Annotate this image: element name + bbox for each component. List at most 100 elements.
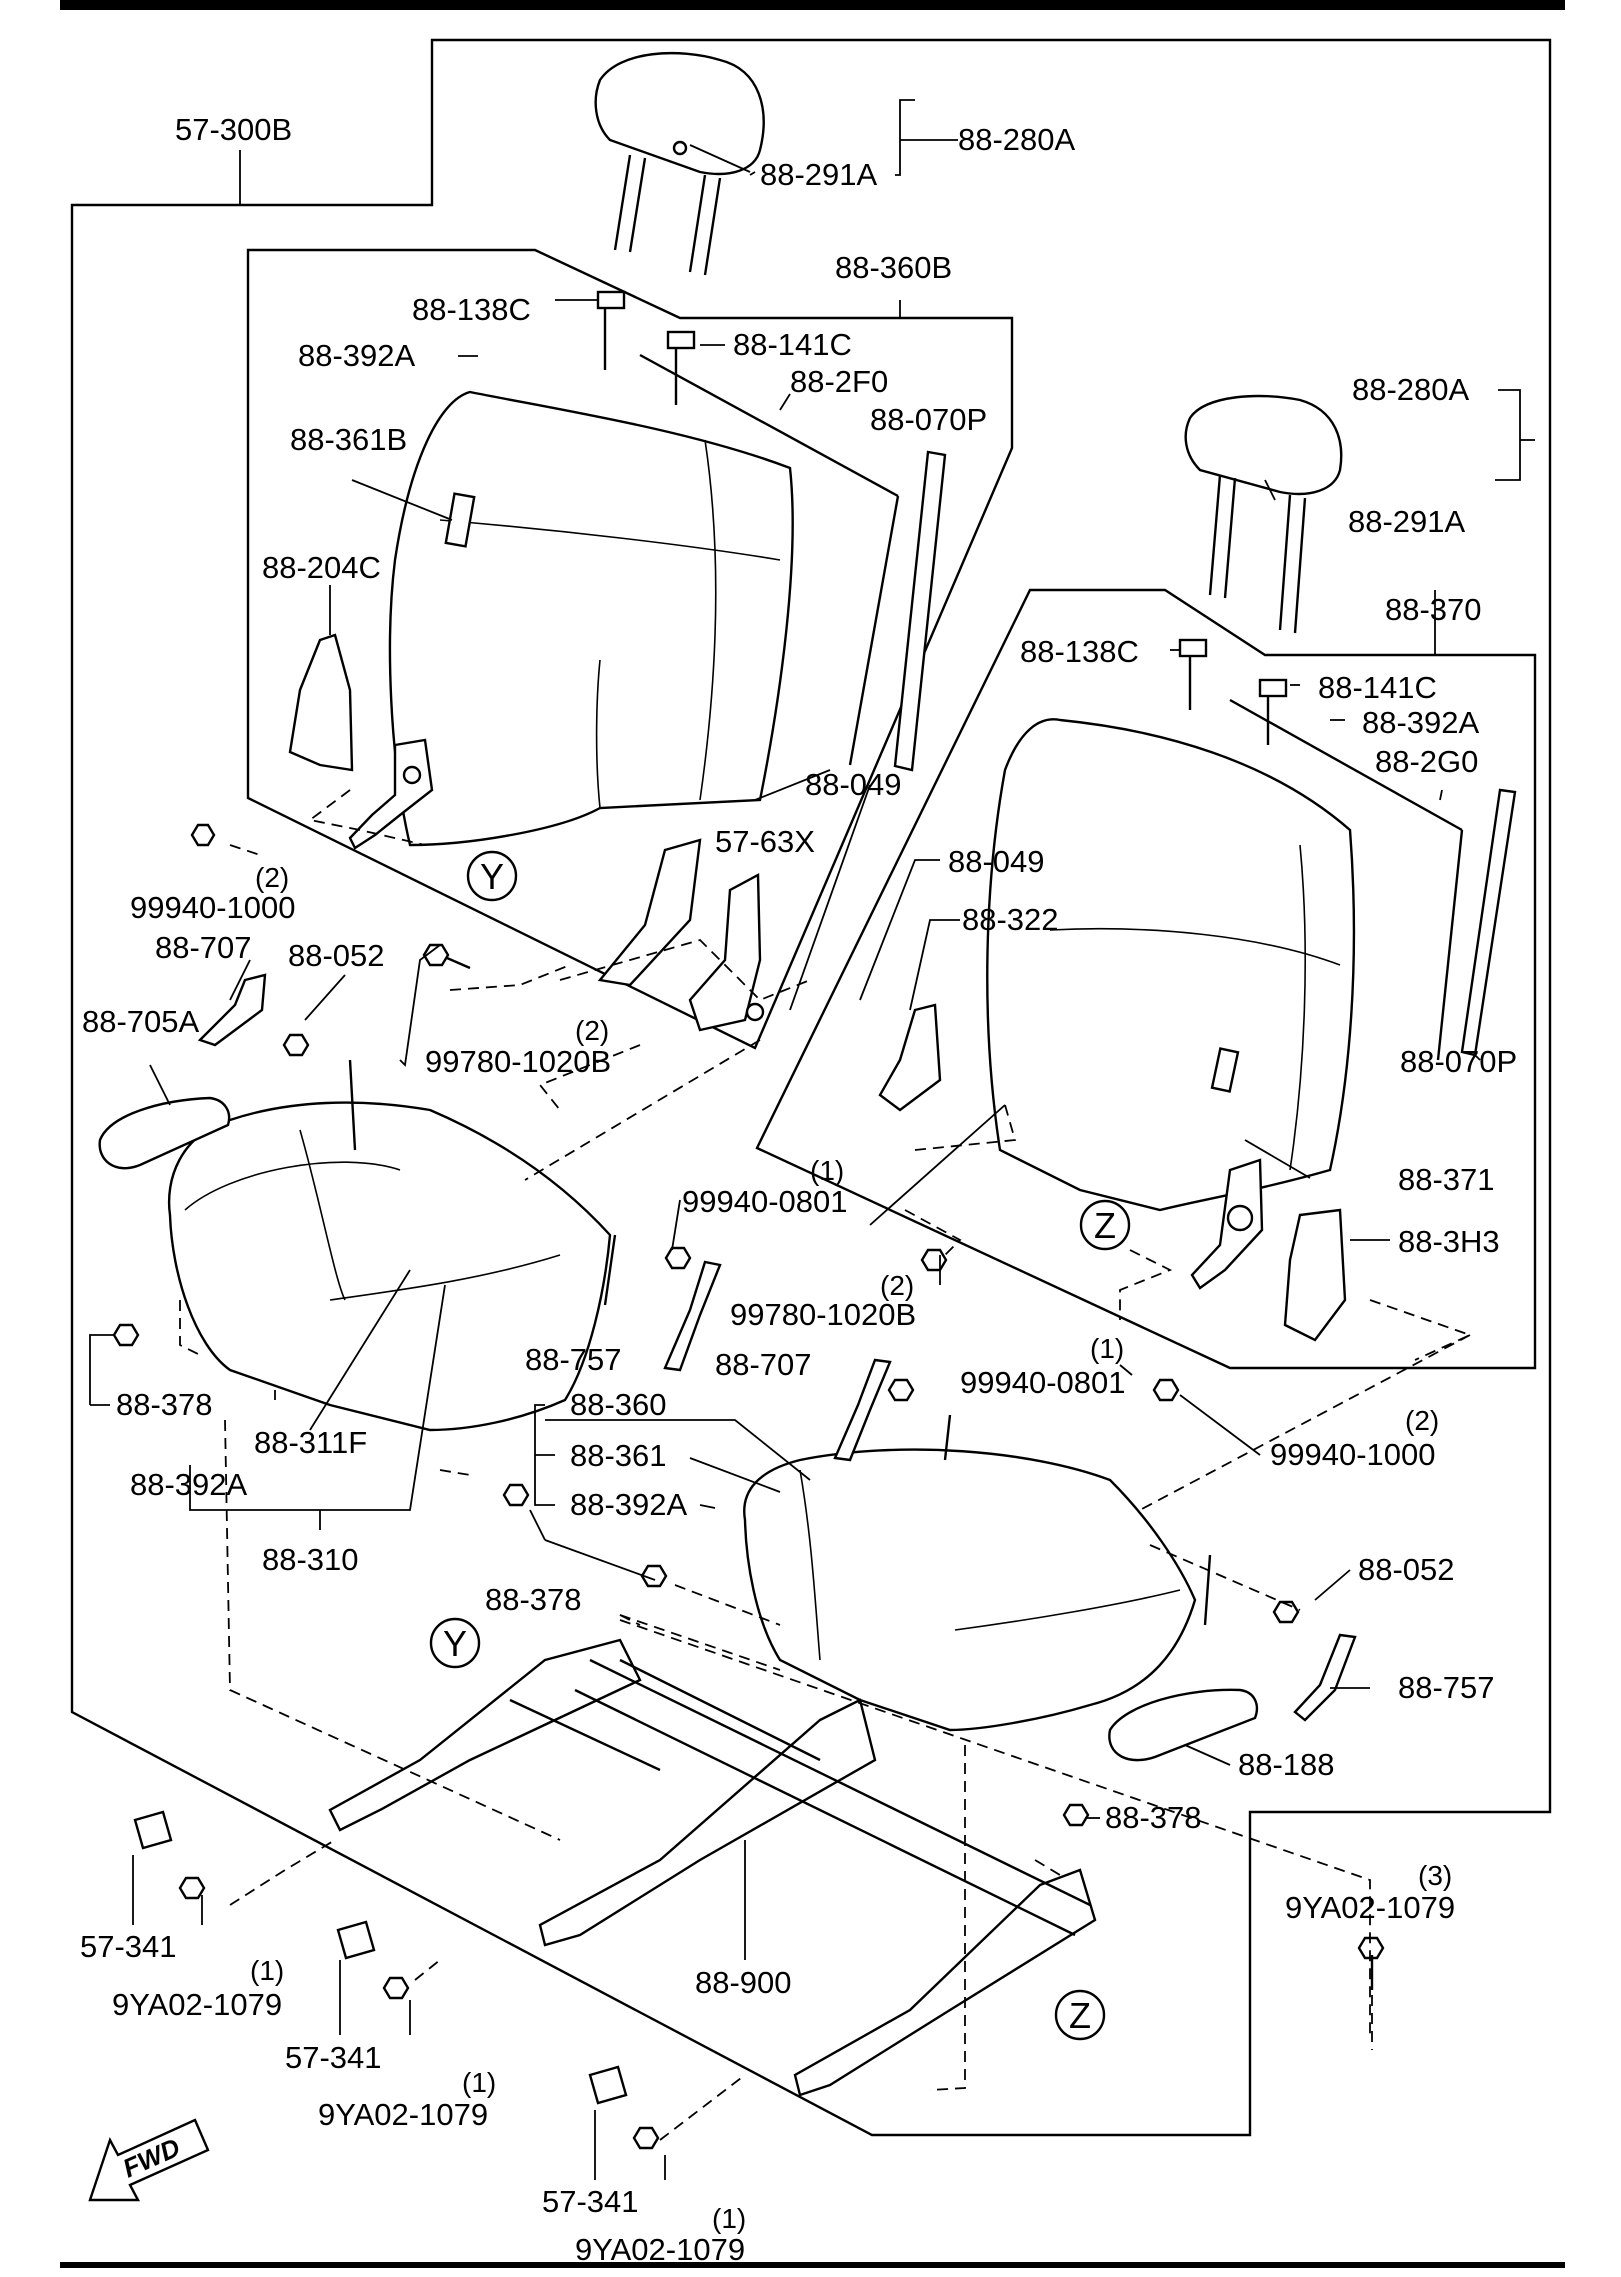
callout-label: 88-322 bbox=[962, 902, 1059, 937]
view-marker-y-lower: Y bbox=[443, 1623, 467, 1664]
callout-label: 88-138C bbox=[1020, 634, 1139, 669]
left-guide-cap-141C bbox=[666, 330, 696, 350]
callout-label: 88-900 bbox=[695, 1965, 792, 2000]
callout-label: 88-280A bbox=[958, 122, 1076, 157]
quantity-labels: (2) (2) (1) (2) (1) (2) (3) (1) (1) (1) bbox=[250, 862, 1452, 2234]
view-marker-y-upper: Y bbox=[480, 856, 504, 897]
left-headrest bbox=[594, 51, 765, 276]
left-latch-parts bbox=[597, 838, 765, 1032]
top-border-bar bbox=[60, 0, 1565, 10]
callout-label: 88-204C bbox=[262, 550, 381, 585]
right-side-cover bbox=[1283, 1208, 1347, 1342]
callout-label: 88-361B bbox=[290, 422, 407, 457]
left-seatback bbox=[388, 390, 794, 847]
outer-assembly-frame bbox=[70, 38, 1552, 2137]
right-guide-strip bbox=[1460, 788, 1517, 1057]
right-guide-cap-138C bbox=[1178, 638, 1208, 658]
quantity-label: (1) bbox=[1090, 1333, 1124, 1364]
callout-label: 88-052 bbox=[1358, 1552, 1455, 1587]
quantity-label: (1) bbox=[712, 2203, 746, 2234]
fwd-direction-arrow: FWD bbox=[88, 2118, 210, 2202]
left-backrest-frame bbox=[246, 248, 1014, 1050]
quantity-label: (2) bbox=[880, 1270, 914, 1301]
callout-labels: 57-300B 88-280A 88-291A 88-360B 88-138C … bbox=[80, 112, 1517, 2267]
quantity-label: (1) bbox=[462, 2067, 496, 2098]
quantity-label: (2) bbox=[575, 1015, 609, 1046]
callout-label: 88-707 bbox=[715, 1347, 812, 1382]
callout-label: 88-311F bbox=[254, 1425, 367, 1460]
callout-label: 57-63X bbox=[715, 824, 815, 859]
right-trim-707 bbox=[833, 1358, 892, 1462]
right-armrest-188 bbox=[1108, 1688, 1259, 1762]
right-seatback bbox=[986, 718, 1356, 1212]
quantity-label: (2) bbox=[1405, 1405, 1439, 1436]
callout-label: 88-052 bbox=[288, 938, 385, 973]
plastic-caps-57-341 bbox=[133, 1810, 628, 2105]
callout-label: 9YA02-1079 bbox=[1285, 1890, 1455, 1925]
callout-label: 88-392A bbox=[130, 1467, 248, 1502]
callout-label: 57-341 bbox=[80, 1929, 177, 1964]
callout-label: 88-392A bbox=[570, 1487, 688, 1522]
callout-label: 99940-1000 bbox=[130, 890, 296, 925]
left-side-cover bbox=[288, 633, 354, 772]
callout-label: 88-360B bbox=[835, 250, 952, 285]
left-seat-cushion bbox=[167, 1101, 612, 1432]
left-trim-757 bbox=[663, 1260, 722, 1372]
left-wire-2F0 bbox=[639, 353, 899, 498]
callout-label: 88-070P bbox=[870, 402, 987, 437]
callout-label: 88-188 bbox=[1238, 1747, 1335, 1782]
callout-label: 88-361 bbox=[570, 1438, 667, 1473]
callout-label: 88-705A bbox=[82, 1004, 200, 1039]
callout-label: 88-291A bbox=[760, 157, 878, 192]
left-recliner-hinge bbox=[348, 738, 434, 850]
callout-label: 88-049 bbox=[948, 844, 1045, 879]
bottom-border-bar bbox=[60, 2262, 1565, 2268]
callout-label: 9YA02-1079 bbox=[318, 2097, 488, 2132]
right-wire-2G0 bbox=[1229, 698, 1463, 832]
callout-label: 88-138C bbox=[412, 292, 531, 327]
callout-label: 88-3H3 bbox=[1398, 1224, 1500, 1259]
callout-label: 88-360 bbox=[570, 1387, 667, 1422]
callout-label: 88-378 bbox=[1105, 1800, 1202, 1835]
callout-label: 88-371 bbox=[1398, 1162, 1495, 1197]
right-backrest-bracket bbox=[1210, 1047, 1240, 1093]
seat-frame-88-900 bbox=[328, 1638, 1097, 2097]
quantity-label: (1) bbox=[810, 1155, 844, 1186]
right-seat-cushion bbox=[743, 1448, 1197, 1732]
right-backrest-frame bbox=[755, 588, 1537, 1370]
callout-label: 88-291A bbox=[1348, 504, 1466, 539]
right-trim-757 bbox=[1293, 1633, 1357, 1722]
callout-label: 88-370 bbox=[1385, 592, 1482, 627]
left-backrest-bracket bbox=[444, 492, 476, 548]
callout-label: 99780-1020B bbox=[730, 1297, 916, 1332]
callout-label: 99940-0801 bbox=[960, 1365, 1126, 1400]
view-marker-z-upper: Z bbox=[1094, 1205, 1116, 1246]
callout-label: 88-378 bbox=[116, 1387, 213, 1422]
callout-label: 9YA02-1079 bbox=[575, 2232, 745, 2267]
right-guide-cap-141C bbox=[1258, 678, 1288, 698]
callout-label: 88-757 bbox=[525, 1342, 622, 1377]
callout-label: 57-300B bbox=[175, 112, 292, 147]
callout-label: 99780-1020B bbox=[425, 1044, 611, 1079]
callout-label: 88-049 bbox=[805, 767, 902, 802]
callout-label: 88-141C bbox=[733, 327, 852, 362]
left-trim-707 bbox=[197, 973, 267, 1047]
callout-label: 88-141C bbox=[1318, 670, 1437, 705]
right-headrest bbox=[1184, 394, 1343, 634]
callout-label: 88-392A bbox=[1362, 705, 1480, 740]
callout-label: 88-378 bbox=[485, 1582, 582, 1617]
callout-label: 88-2F0 bbox=[790, 364, 888, 399]
leader-lines bbox=[89, 99, 1535, 2180]
callout-label: 88-392A bbox=[298, 338, 416, 373]
callout-label: 88-2G0 bbox=[1375, 744, 1478, 779]
callout-label: 88-757 bbox=[1398, 1670, 1495, 1705]
callout-label: 57-341 bbox=[542, 2184, 639, 2219]
callout-label: 88-070P bbox=[1400, 1044, 1517, 1079]
quantity-label: (2) bbox=[255, 862, 289, 893]
callout-label: 88-280A bbox=[1352, 372, 1470, 407]
view-markers bbox=[429, 850, 1131, 2041]
quantity-label: (3) bbox=[1418, 1860, 1452, 1891]
callout-label: 99940-1000 bbox=[1270, 1437, 1436, 1472]
view-marker-z-lower: Z bbox=[1069, 1995, 1091, 2036]
